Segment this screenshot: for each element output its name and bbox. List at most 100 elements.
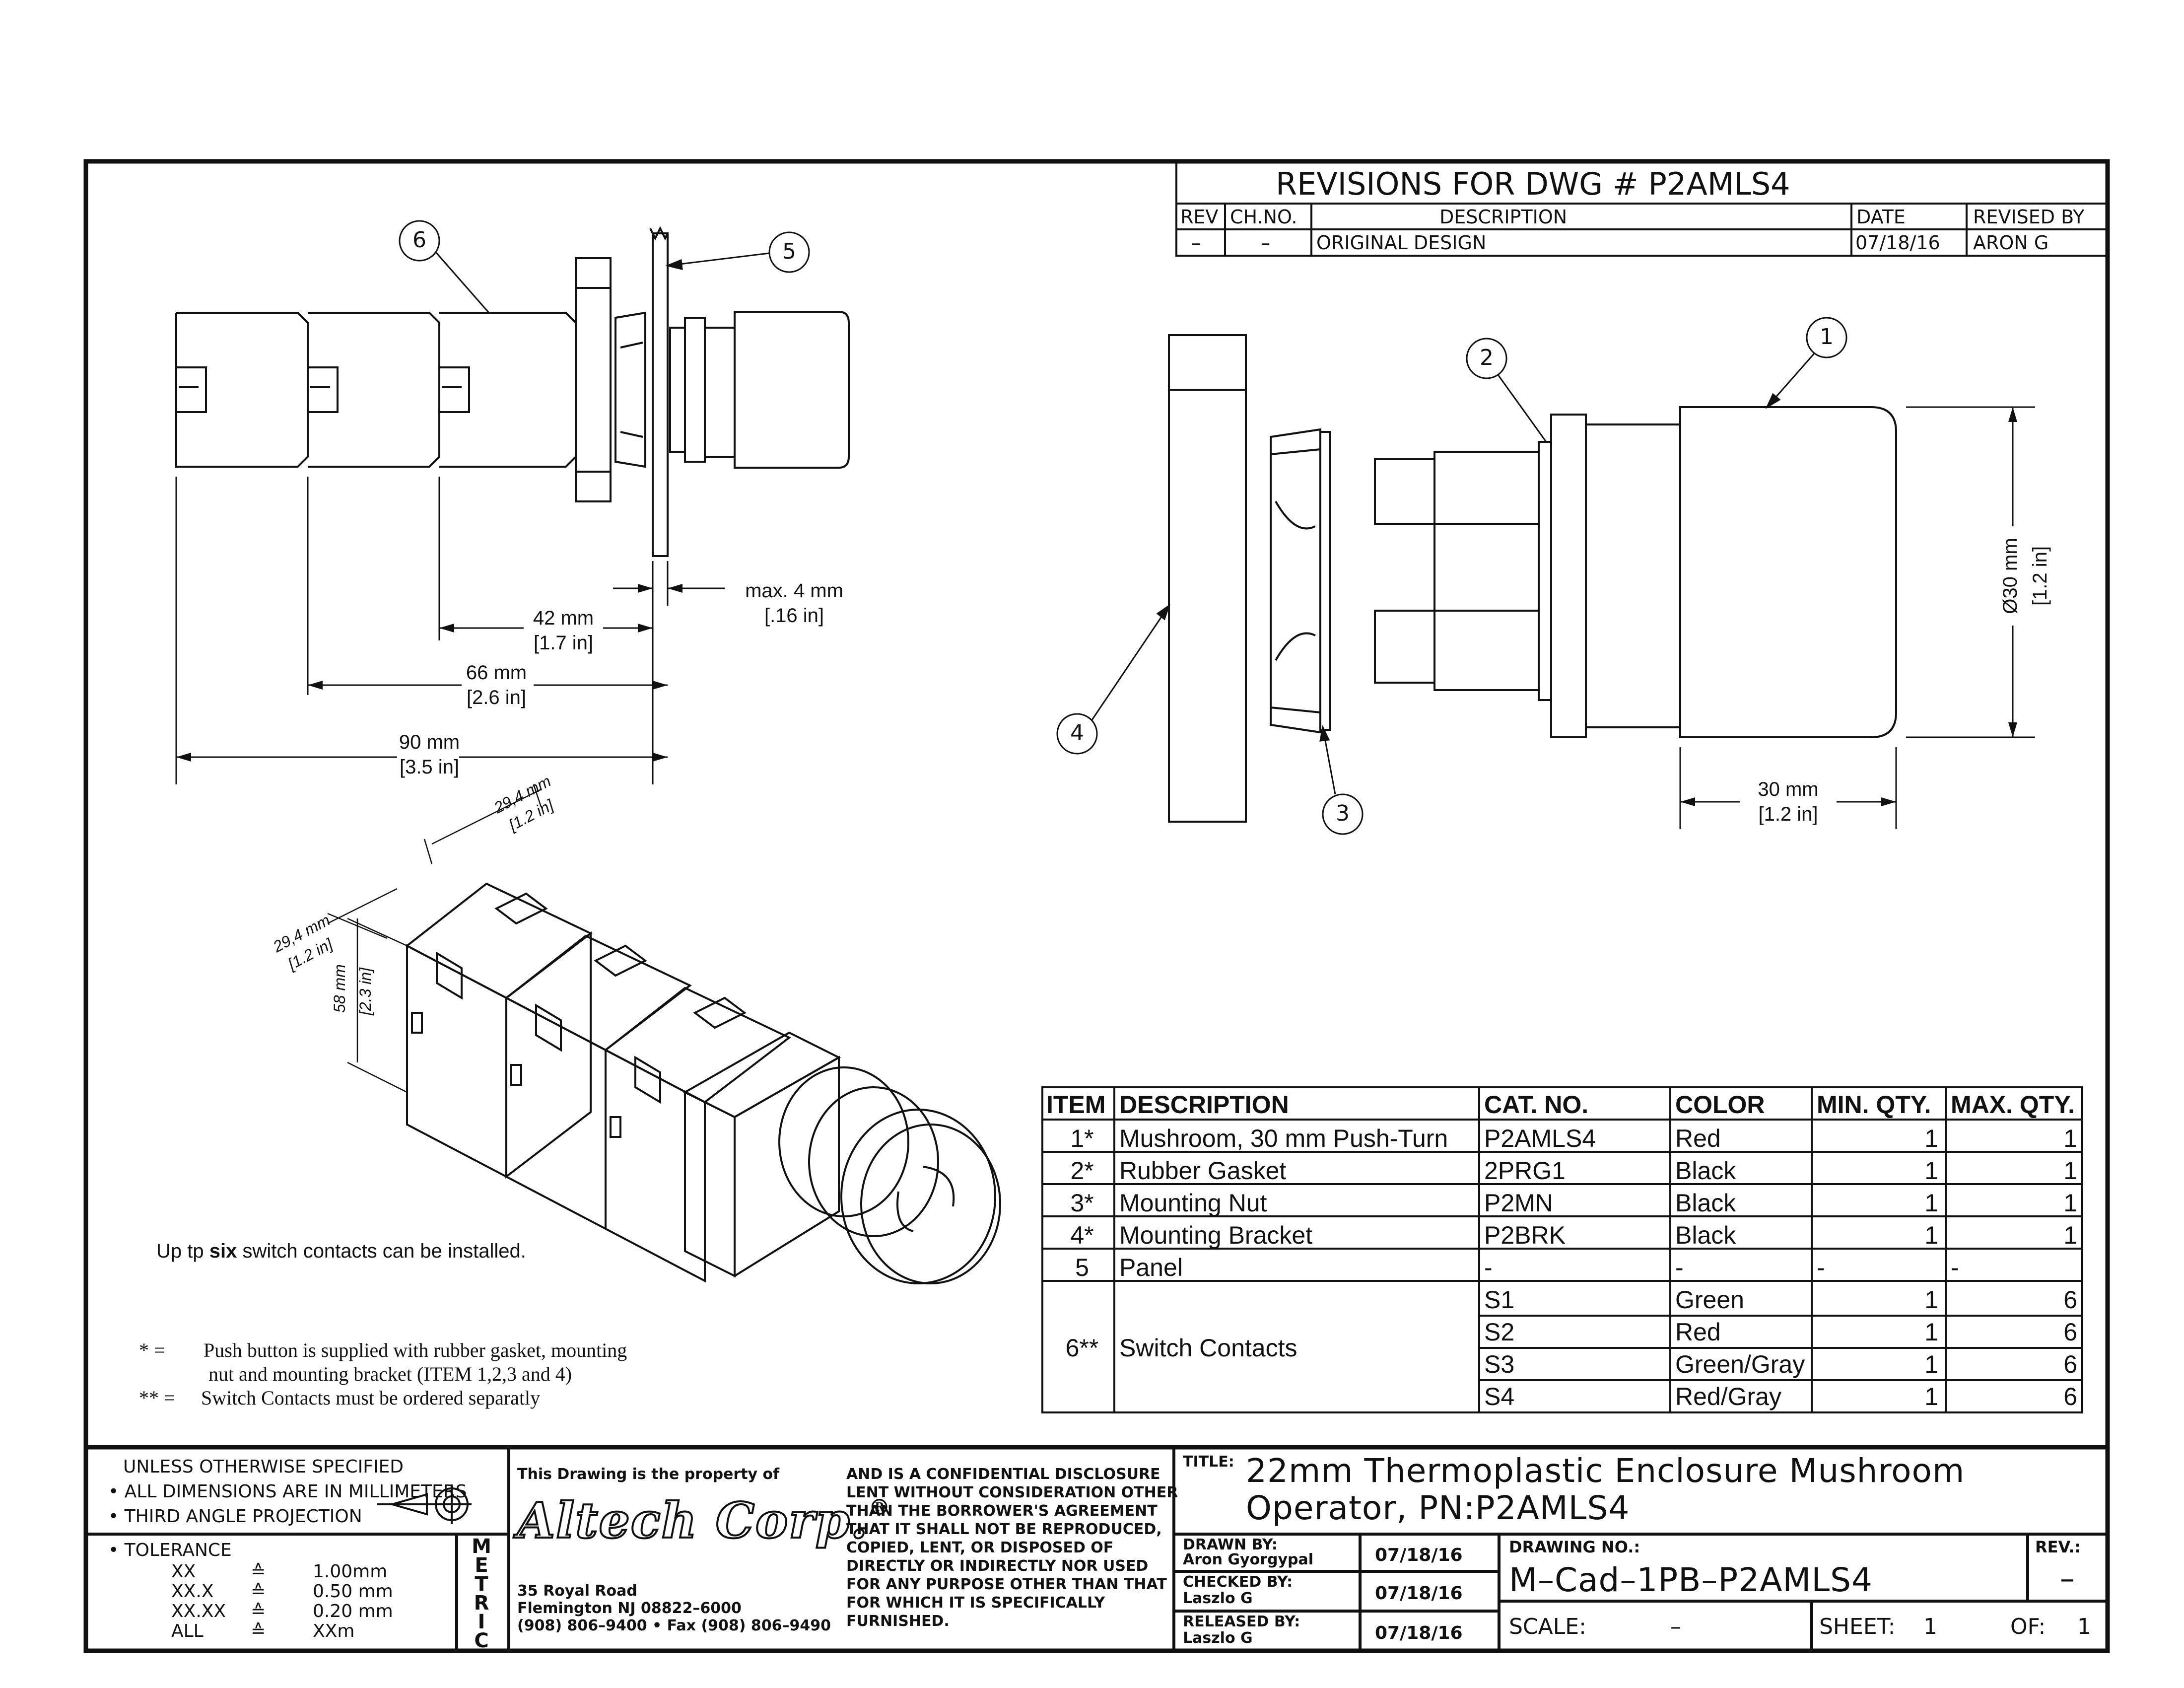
parts-row-max: 1 (2063, 1157, 2077, 1185)
dim-30-width-mm: 30 mm (1758, 778, 1819, 800)
drawn-by-label: DRAWN BY: (1183, 1536, 1278, 1553)
parts-row-color: Red (1675, 1125, 1721, 1152)
spec-line-1: UNLESS OTHERWISE SPECIFIED (123, 1457, 404, 1477)
scale-value: – (1670, 1614, 1681, 1639)
drawing-border (83, 159, 2110, 1653)
tolerance-value: 0.20 mm (313, 1601, 393, 1621)
note-star2-symbol: ** = (139, 1387, 175, 1409)
tolerance-format: XX (171, 1561, 196, 1582)
disclosure-line: DIRECTLY OR INDIRECTLY NOR USED (846, 1557, 1149, 1575)
drawn-date: 07/18/16 (1375, 1545, 1463, 1565)
description-value: ORIGINAL DESIGN (1316, 232, 1487, 254)
date-header: DATE (1856, 206, 1906, 228)
switch-contact-max: 6 (2063, 1318, 2077, 1346)
side-view-callouts (399, 220, 810, 313)
company-name: Altech Corp. (516, 1492, 869, 1549)
switch-contact-color: Red (1675, 1318, 1721, 1346)
iso-height-mm: 58 mm (331, 964, 348, 1013)
callout-6: 6 (412, 227, 426, 253)
tolerance-symbol: ≙ (251, 1561, 266, 1582)
description-header: DESCRIPTION (1439, 206, 1568, 228)
parts-header-cat: CAT. NO. (1484, 1091, 1589, 1119)
parts-row-description: Mounting Bracket (1119, 1221, 1313, 1249)
title-label: TITLE: (1183, 1453, 1234, 1471)
rev-label: REV.: (2035, 1538, 2081, 1556)
parts-row-max: 1 (2063, 1221, 2077, 1249)
switch-contact-cat: S2 (1484, 1318, 1515, 1346)
rev-value-tb: – (2060, 1561, 2075, 1596)
checked-by: Laszlo G (1183, 1590, 1253, 1607)
address-line-3: (908) 806–9400 • Fax (908) 806–9490 (517, 1617, 831, 1634)
tolerance-value: 1.00mm (313, 1561, 388, 1582)
drawing-title-line-1: 22mm Thermoplastic Enclosure Mushroom (1246, 1452, 1965, 1490)
isometric-dimensions (327, 784, 542, 1093)
disclosure-line: FOR WHICH IT IS SPECIFICALLY (846, 1594, 1105, 1612)
exploded-view (1168, 334, 1897, 823)
dim-42-mm: 42 mm (533, 607, 594, 629)
parts-row-item: 2* (1070, 1157, 1094, 1185)
tolerance-symbol: ≙ (251, 1581, 266, 1602)
rev-header: REV (1180, 206, 1219, 228)
parts-row-description: Mounting Nut (1119, 1189, 1267, 1217)
exploded-view-dimensions (1679, 406, 2035, 829)
drawing-title-line-2: Operator, PN:P2AMLS4 (1246, 1489, 1630, 1527)
parts-row-color: Black (1675, 1221, 1736, 1249)
metric-letter: C (474, 1629, 489, 1652)
metric-letter: R (474, 1592, 489, 1615)
dim-max-in: [.16 in] (764, 605, 824, 627)
dim-66-in: [2.6 in] (466, 687, 527, 708)
title-block-lines (86, 1447, 2108, 1651)
revised-by-header: REVISED BY (1973, 206, 2085, 228)
disclosure-line: COPIED, LENT, OR DISPOSED OF (846, 1539, 1114, 1556)
side-view (175, 226, 850, 557)
third-angle-projection-symbol (377, 1484, 472, 1524)
parts-row-min: - (1817, 1254, 1825, 1281)
note-six-contacts: Up tp six switch contacts can be install… (156, 1241, 526, 1261)
parts-row-item: 1* (1070, 1125, 1094, 1152)
parts-row-max: 1 (2063, 1189, 2077, 1217)
callout-5: 5 (782, 239, 796, 264)
note-star1-line2: nut and mounting bracket (ITEM 1,2,3 and… (208, 1363, 572, 1385)
spec-line-2: • ALL DIMENSIONS ARE IN MILLIMETERS (108, 1481, 467, 1502)
parts-row-cat: - (1484, 1254, 1493, 1281)
released-by: Laszlo G (1183, 1629, 1253, 1647)
note-star2-line1: Switch Contacts must be ordered separatl… (201, 1387, 541, 1409)
parts-header-color: COLOR (1675, 1091, 1765, 1119)
switch-contact-min: 1 (1924, 1318, 1938, 1346)
switch-contact-min: 1 (1924, 1350, 1938, 1378)
date-value: 07/18/16 (1855, 232, 1940, 254)
parts-group-description: Switch Contacts (1119, 1334, 1297, 1362)
switch-contact-max: 6 (2063, 1383, 2077, 1410)
address-line-1: 35 Royal Road (517, 1582, 637, 1600)
dim-diameter-in: [1.2 in] (2029, 546, 2051, 606)
parts-header-min: MIN. QTY. (1817, 1091, 1931, 1119)
tolerance-format: XX.XX (171, 1601, 226, 1621)
dim-diameter-mm: Ø30 mm (1999, 538, 2021, 614)
sheet-value: 1 (1923, 1614, 1937, 1639)
checked-by-label: CHECKED BY: (1183, 1573, 1293, 1591)
iso-height-in: [2.3 in] (356, 967, 374, 1015)
tolerance-format: XX.X (171, 1581, 214, 1602)
tolerance-symbol: ≙ (251, 1621, 266, 1641)
revised-by-value: ARON G (1973, 232, 2049, 254)
parts-row-cat: P2AMLS4 (1484, 1125, 1596, 1152)
parts-row-description: Panel (1119, 1254, 1183, 1281)
parts-row-min: 1 (1924, 1125, 1938, 1152)
metric-letter: M (472, 1535, 491, 1558)
switch-contact-cat: S1 (1484, 1286, 1515, 1314)
tolerance-symbol: ≙ (251, 1601, 266, 1621)
parts-row-description: Mushroom, 30 mm Push-Turn (1119, 1125, 1448, 1152)
spec-line-3: • THIRD ANGLE PROJECTION (108, 1506, 362, 1527)
switch-contact-color: Green/Gray (1675, 1350, 1805, 1378)
side-view-dimensions (175, 477, 725, 784)
isometric-view (405, 882, 1001, 1284)
disclosure-line: FOR ANY PURPOSE OTHER THAN THAT (846, 1576, 1167, 1593)
checked-date: 07/18/16 (1375, 1583, 1463, 1604)
note-star1-line1: Push button is supplied with rubber gask… (204, 1339, 627, 1361)
parts-row-color: Black (1675, 1157, 1736, 1185)
metric-letter: I (478, 1611, 485, 1633)
scale-label: SCALE: (1509, 1614, 1586, 1639)
dim-max-mm: max. 4 mm (745, 580, 843, 602)
callout-3: 3 (1336, 801, 1350, 826)
